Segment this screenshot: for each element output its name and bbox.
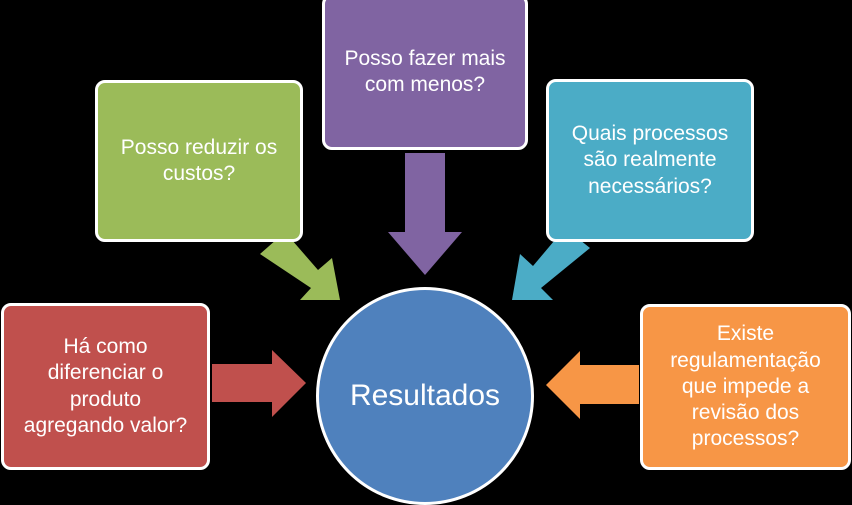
arrow-orange-left <box>546 351 639 419</box>
question-box-fazer-mais: Posso fazer mais com menos? <box>322 0 528 150</box>
center-circle-resultados: Resultados <box>316 287 534 505</box>
arrows-layer <box>212 153 639 419</box>
arrow-teal-diagonal <box>512 228 590 300</box>
question-box-reduzir-custos: Posso reduzir os custos? <box>95 80 303 242</box>
question-box-processos-necessarios: Quais processos são realmente necessário… <box>546 79 754 242</box>
arrow-green-diagonal <box>260 232 340 300</box>
question-box-regulamentacao: Existe regulamentação que impede a revis… <box>640 304 851 470</box>
arrow-purple-down <box>388 153 462 275</box>
center-label: Resultados <box>349 379 501 412</box>
arrow-red-right <box>212 350 306 417</box>
question-box-diferenciar-produto: Há como diferenciar o produto agregando … <box>1 303 210 470</box>
